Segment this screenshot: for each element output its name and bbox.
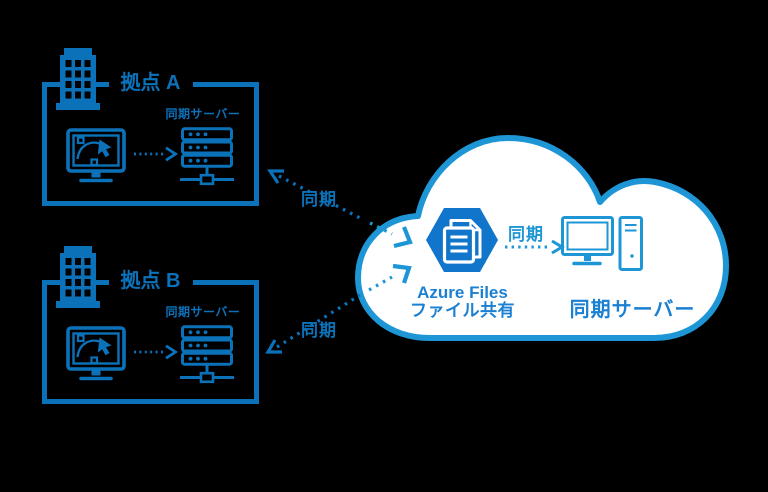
server-stack-icon <box>178 127 236 192</box>
building-icon <box>56 246 100 313</box>
site-b-sync-arrow <box>133 344 179 365</box>
azure-files-icon <box>424 206 500 279</box>
cloud-sync-arrow <box>504 239 566 260</box>
site-a-sync-arrow <box>133 146 179 167</box>
site-b-server-label: 同期サーバー <box>165 305 241 319</box>
cloud-shape <box>350 130 736 353</box>
site-a-box: 拠点 A 同期サーバー <box>42 48 259 206</box>
cloud-server-label: 同期サーバー <box>569 299 696 321</box>
cloud-sync-label: 同期 <box>508 225 544 244</box>
workstation-monitor-icon <box>66 326 126 387</box>
site-a-server-label: 同期サーバー <box>165 107 241 121</box>
server-stack-icon <box>178 325 236 390</box>
site-b-title: 拠点 B <box>108 266 193 296</box>
azure-files-label: Azure Files ファイル共有 <box>385 284 540 321</box>
document-icon <box>442 219 482 264</box>
sync-connection-label-a: 同期 <box>301 190 337 209</box>
desktop-computer-icon <box>561 216 649 279</box>
azure-files-subtitle: ファイル共有 <box>410 301 515 320</box>
azure-files-title: Azure Files <box>417 283 508 302</box>
site-b-box: 拠点 B 同期サーバー <box>42 246 259 404</box>
workstation-monitor-icon <box>66 128 126 189</box>
sync-connection-label-b: 同期 <box>301 321 337 340</box>
site-a-title: 拠点 A <box>108 68 193 98</box>
building-icon <box>56 48 100 115</box>
